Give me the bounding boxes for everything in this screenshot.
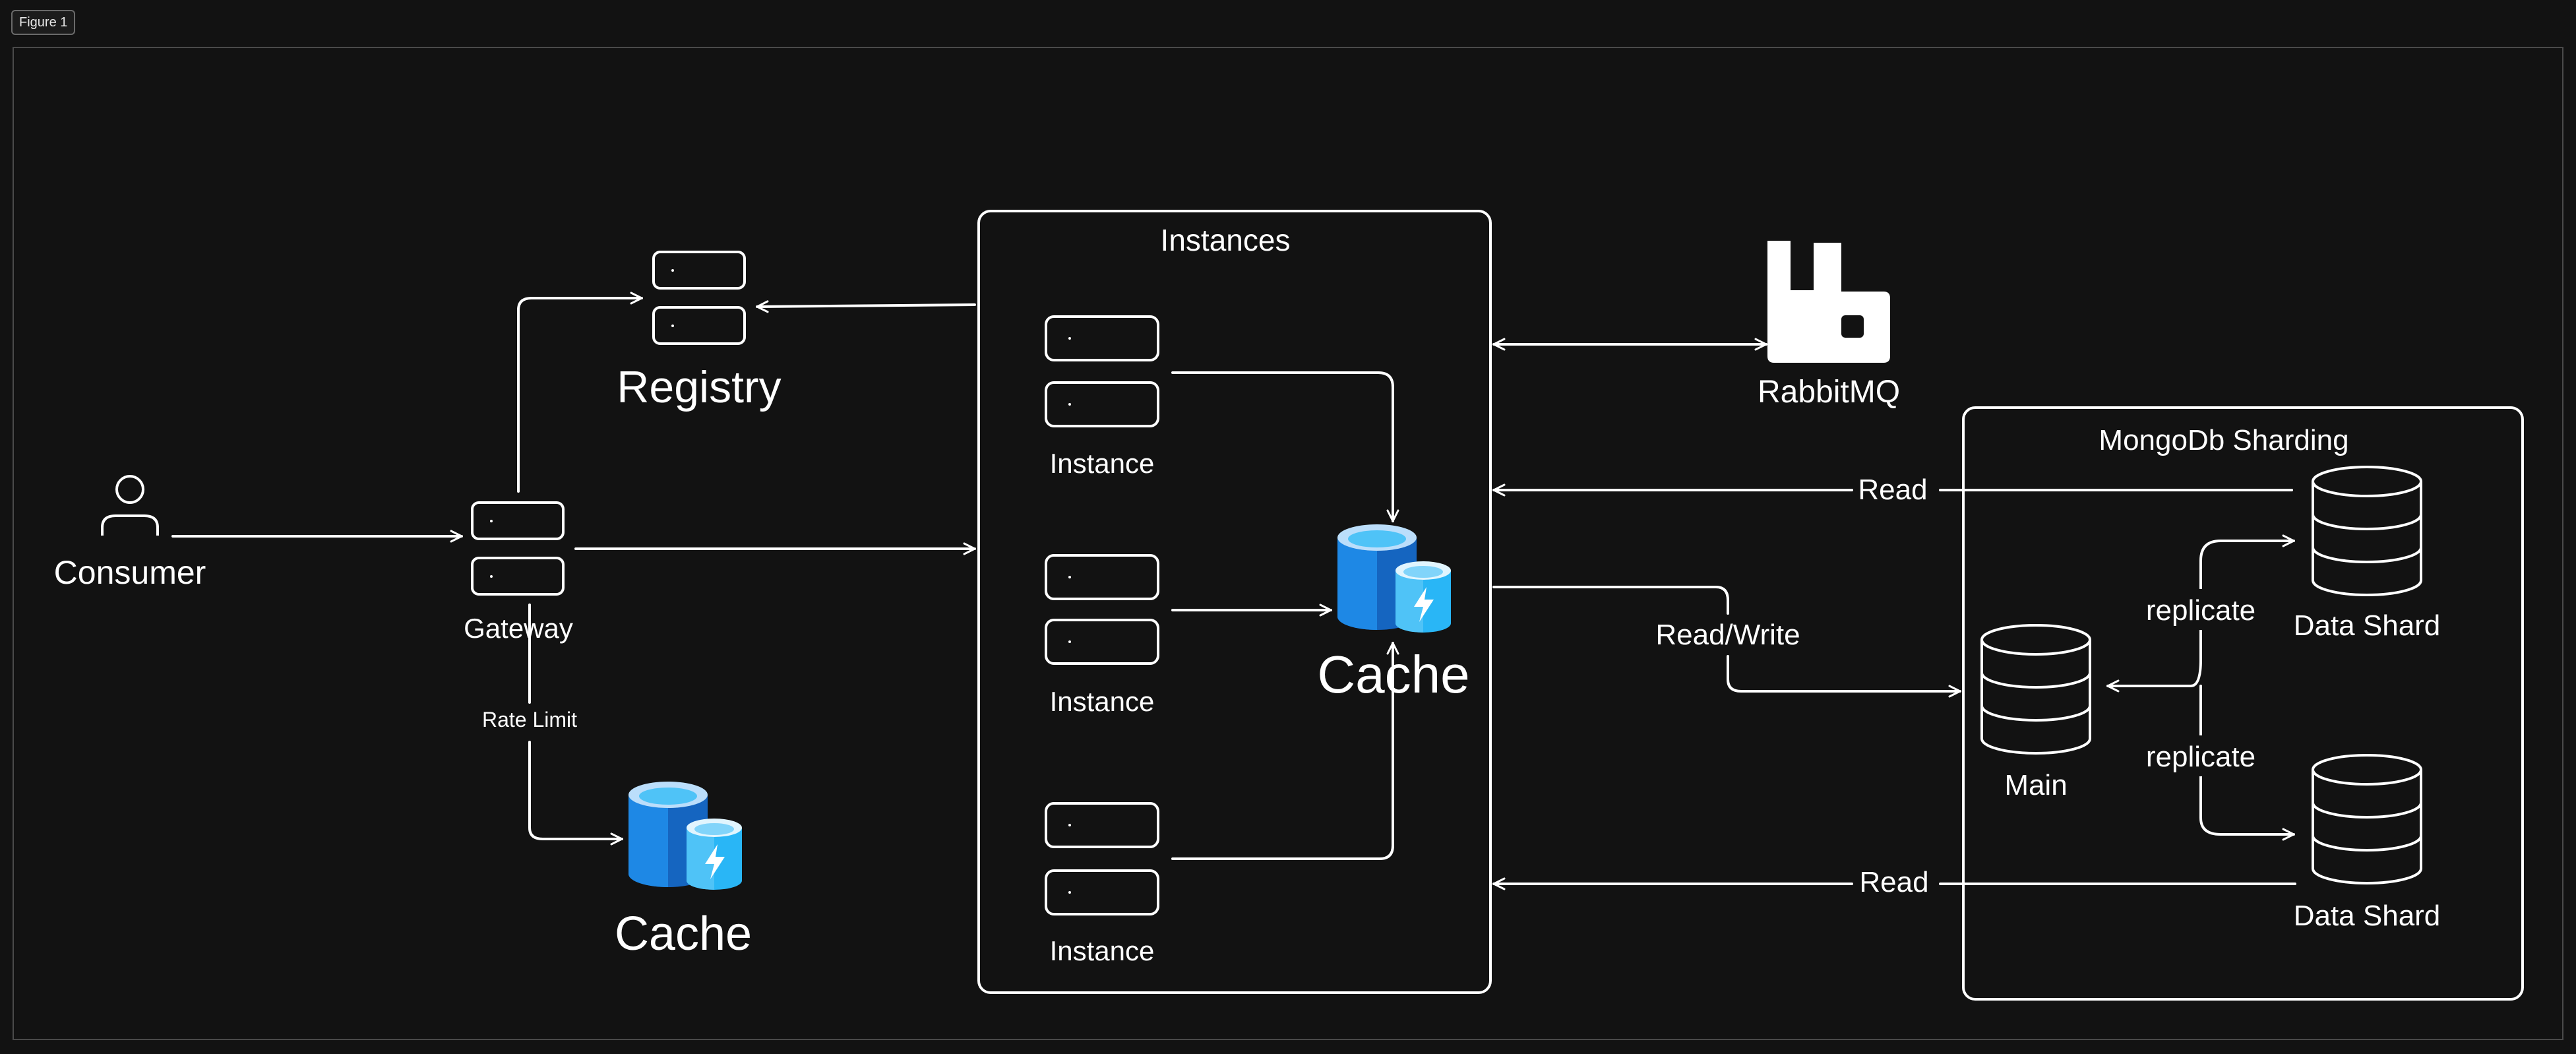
instances-group[interactable]: Instances Instance Instance Instance Cac… <box>977 210 1492 994</box>
gateway-box-top <box>471 501 565 540</box>
user-icon <box>101 475 159 536</box>
replicate-connector <box>2106 534 2295 841</box>
edge-read-top-label: Read <box>1858 474 1927 506</box>
edge-instance1-cache <box>1171 371 1399 522</box>
gateway-box-bottom <box>471 557 565 596</box>
edges <box>171 292 2296 890</box>
data-shard-node[interactable]: Data Shard <box>2294 466 2441 642</box>
data-shard-label: Data Shard <box>2294 900 2441 932</box>
edge-instances-registry <box>756 300 976 313</box>
edge-read-write <box>1492 586 1729 615</box>
replicate-label-bottom: replicate <box>2146 741 2255 773</box>
rabbitmq-icon <box>1767 241 1890 363</box>
figure-tab-label: Figure 1 <box>19 15 68 30</box>
instance-label: Instance <box>1050 935 1155 966</box>
gateway-node[interactable]: Gateway <box>464 501 573 644</box>
instances-group-title: Instances <box>1161 223 1291 257</box>
registry-box-bottom <box>652 306 746 345</box>
figure-tab[interactable]: Figure 1 <box>11 10 76 35</box>
consumer-node[interactable]: Consumer <box>54 475 206 591</box>
instance-box-top <box>1045 802 1159 848</box>
instance-label: Instance <box>1050 686 1155 717</box>
mongodb-group-border <box>1962 406 2524 1001</box>
rabbitmq-node[interactable]: RabbitMQ <box>1758 241 1900 410</box>
consumer-label: Consumer <box>54 554 206 591</box>
gateway-cache-node[interactable]: Cache <box>615 782 752 960</box>
rabbitmq-label: RabbitMQ <box>1758 375 1900 410</box>
gateway-label: Gateway <box>464 613 573 644</box>
edge-read-write-label: Read/Write <box>1655 619 1800 651</box>
instance-node[interactable]: Instance <box>1045 554 1159 717</box>
instance-node[interactable]: Instance <box>1045 802 1159 966</box>
mongodb-group[interactable]: MongoDb Sharding Main Data Shard Data Sh… <box>1962 406 2524 1001</box>
edge-gateway-cache <box>528 741 623 846</box>
replicate-label-top: replicate <box>2146 594 2255 627</box>
edge-gateway-registry <box>517 292 643 493</box>
registry-box-top <box>652 251 746 290</box>
gateway-cache-label: Cache <box>615 908 752 960</box>
registry-node[interactable]: Registry <box>617 251 782 412</box>
database-icon <box>2312 466 2422 596</box>
data-shard-node[interactable]: Data Shard <box>2294 754 2441 932</box>
instance-box-top <box>1045 315 1159 361</box>
data-shard-label: Data Shard <box>2294 609 2441 642</box>
main-db-node[interactable]: Main <box>1980 624 2091 801</box>
database-icon <box>1980 624 2091 755</box>
registry-label: Registry <box>617 362 781 412</box>
edge-instance3-cache <box>1171 642 1399 860</box>
mongodb-group-title: MongoDb Sharding <box>2099 424 2348 456</box>
cache-icon <box>1337 524 1451 633</box>
edge-read-write <box>1727 655 1961 698</box>
instance-box-bottom <box>1045 381 1159 427</box>
rate-limit-label: Rate Limit <box>482 708 577 731</box>
instance-node[interactable]: Instance <box>1045 315 1159 479</box>
cache-icon <box>629 782 742 890</box>
edge-read-bottom-label: Read <box>1859 866 1928 898</box>
instance-box-bottom <box>1045 619 1159 665</box>
instance-label: Instance <box>1050 448 1155 479</box>
database-icon <box>2312 754 2422 884</box>
instance-box-top <box>1045 554 1159 600</box>
main-db-label: Main <box>2004 769 2067 801</box>
figure-frame <box>13 47 2563 1040</box>
instance-box-bottom <box>1045 869 1159 915</box>
instances-group-border <box>977 210 1492 994</box>
